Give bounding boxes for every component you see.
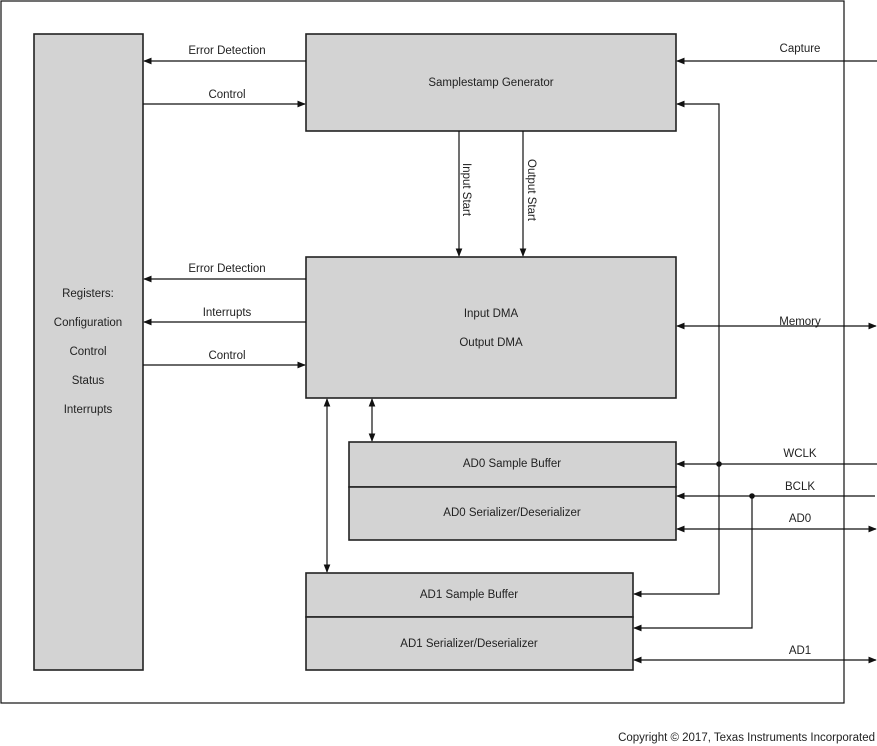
dma-interrupts-label: Interrupts (203, 307, 252, 319)
ad0-serdes-label: AD0 Serializer/Deserializer (443, 507, 581, 519)
copyright-notice: Copyright © 2017, Texas Instruments Inco… (618, 732, 875, 744)
registers-line: Interrupts (64, 404, 113, 416)
registers-line: Configuration (54, 317, 122, 329)
ad1-block: AD1 Sample Buffer AD1 Serializer/Deseria… (305, 572, 634, 671)
registers-line: Status (72, 375, 105, 387)
registers-line: Registers: (62, 288, 114, 300)
capture-label: Capture (780, 43, 821, 55)
outer-frame (0, 0, 845, 704)
output-dma-label: Output DMA (459, 337, 523, 349)
samplestamp-generator-label: Samplestamp Generator (428, 77, 553, 89)
wclk-label: WCLK (783, 448, 817, 460)
ad0-label: AD0 (789, 513, 811, 525)
wclk-to-samplestamp (676, 100, 720, 464)
samplestamp-generator-block: Samplestamp Generator (305, 33, 677, 132)
dma-error-detection-label: Error Detection (188, 263, 265, 275)
ssg-error-detection-label: Error Detection (188, 45, 265, 57)
bclk-label: BCLK (785, 481, 815, 493)
dma-control-label: Control (208, 350, 245, 362)
memory-label: Memory (779, 316, 821, 328)
input-start-label: Input Start (460, 163, 472, 217)
ad1-serdes-label: AD1 Serializer/Deserializer (400, 638, 538, 650)
registers-line: Control (69, 346, 106, 358)
ad0-block: AD0 Sample Buffer AD0 Serializer/Deseria… (348, 441, 677, 541)
ssg-control-label: Control (208, 89, 245, 101)
ad0-sample-buffer-label: AD0 Sample Buffer (463, 458, 561, 470)
bclk-to-ad1 (633, 496, 753, 632)
ad1-label: AD1 (789, 645, 811, 657)
dma-block: Input DMA Output DMA (305, 256, 677, 399)
input-dma-label: Input DMA (464, 308, 519, 320)
ad1-sample-buffer-label: AD1 Sample Buffer (420, 589, 518, 601)
wclk-to-ad1 (633, 464, 720, 598)
registers-block: Registers: Configuration Control Status … (33, 33, 144, 671)
output-start-label: Output Start (525, 159, 537, 222)
